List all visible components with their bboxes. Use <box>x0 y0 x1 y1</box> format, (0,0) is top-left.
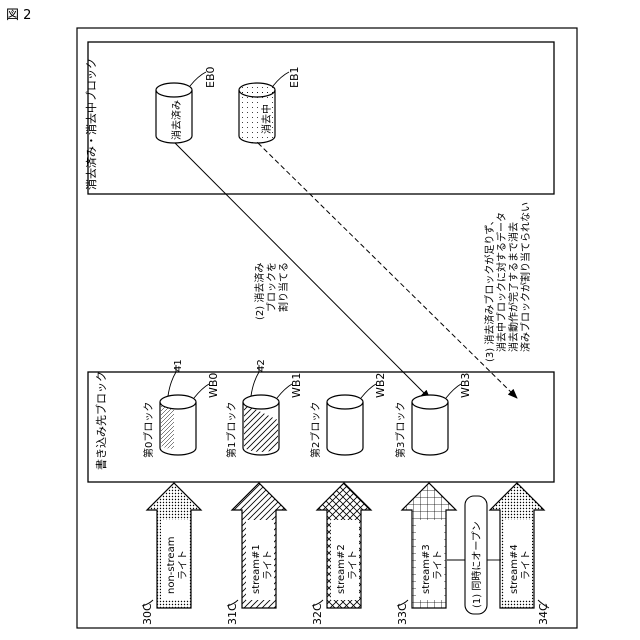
eb1-content: 消去中 <box>260 104 273 134</box>
erased-box-title: 消去済み・消去中ブロック <box>84 58 98 190</box>
stream-31c-line2: ライト <box>262 550 274 580</box>
stream-32c-ref: 32C <box>311 603 324 625</box>
stream-30c-line1: non-stream <box>166 537 177 594</box>
stream-31c-line1: stream#1 <box>251 544 262 594</box>
stream-34c-ref: 34C <box>537 603 550 625</box>
svg-text:済みブロックが割り当てられない: 済みブロックが割り当てられない <box>519 202 532 352</box>
write-block-wb3: 第3ブロック <box>394 395 448 458</box>
erased-block-eb0: 消去済み <box>156 83 192 143</box>
svg-text:(3) 消去済みブロックが足りず、: (3) 消去済みブロックが足りず、 <box>483 215 496 362</box>
svg-text:割り当てる: 割り当てる <box>277 262 290 312</box>
eb0-id: EB0 <box>204 67 217 89</box>
wb1-label: 第1ブロック <box>225 402 238 458</box>
stream-arrow-31c: stream#1 ライト <box>232 483 286 608</box>
eb1-id: EB1 <box>288 67 301 89</box>
wb0-id: WB0 <box>207 373 220 398</box>
write-box-title: 書き込み先ブロック <box>94 371 108 470</box>
stream-31c-ref: 31C <box>226 603 239 625</box>
allocate-annotation: (2) 消去済み ブロックを 割り当てる <box>253 262 290 320</box>
open-annotation: (1) 同時にオープン <box>471 521 483 608</box>
stream-arrow-33c: stream#3 ライト <box>402 483 456 608</box>
stream-34c-line1: stream#4 <box>509 544 520 594</box>
stream-30c-line2: ライト <box>177 550 189 580</box>
erasing-block-eb1: 消去中 <box>239 83 275 143</box>
wb3-label: 第3ブロック <box>394 402 407 458</box>
not-allocated-arrow <box>258 143 517 398</box>
wb2-label: 第2ブロック <box>309 402 322 458</box>
wb3-id: WB3 <box>459 373 472 398</box>
svg-text:消去中ブロックに対するデータ: 消去中ブロックに対するデータ <box>495 212 508 352</box>
stream-arrow-32c: stream#2 ライト <box>317 483 371 608</box>
svg-text:消去動作が完了するまで消去: 消去動作が完了するまで消去 <box>507 222 520 352</box>
wb1-id: WB1 <box>290 373 303 398</box>
stream-34c-line2: ライト <box>520 550 532 580</box>
write-block-wb2: 第2ブロック <box>309 395 363 458</box>
svg-text:(2) 消去済み: (2) 消去済み <box>253 263 266 320</box>
stream-30c-ref: 30C <box>141 603 154 625</box>
write-block-wb1: 第1ブロック <box>225 395 279 458</box>
stream-33c-line1: stream#3 <box>421 544 432 594</box>
eb0-content: 消去済み <box>170 100 183 140</box>
wb0-ref: 41 <box>173 359 184 372</box>
wb2-id: WB2 <box>374 373 387 398</box>
wb0-label: 第0ブロック <box>142 402 155 458</box>
insufficient-annotation: (3) 消去済みブロックが足りず、 消去中ブロックに対するデータ 消去動作が完了… <box>483 202 532 362</box>
allocate-arrow <box>175 143 430 399</box>
stream-arrow-30c: non-stream ライト <box>147 483 201 608</box>
write-block-wb0: 第0ブロック <box>142 395 196 458</box>
stream-33c-line2: ライト <box>432 550 444 580</box>
wb1-ref: 42 <box>256 359 267 372</box>
stream-32c-line2: ライト <box>347 550 359 580</box>
svg-text:ブロックを: ブロックを <box>265 262 278 312</box>
stream-33c-ref: 33C <box>396 603 409 625</box>
stream-arrow-34c: stream#4 ライト <box>490 483 544 608</box>
stream-32c-line1: stream#2 <box>336 544 347 594</box>
